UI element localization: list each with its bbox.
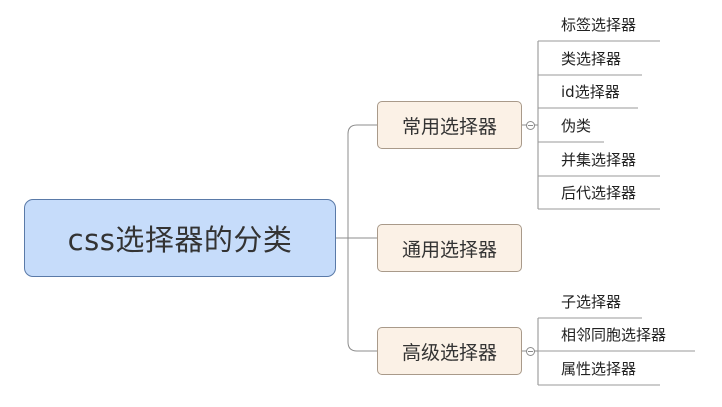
root-node-label: css选择器的分类 <box>67 223 293 257</box>
leaf-node-label: 伪类 <box>561 117 592 135</box>
leaf-node-label: 相邻同胞选择器 <box>561 326 667 344</box>
branch-node-universal-selector[interactable]: 通用选择器 <box>377 224 522 272</box>
branch-node-label: 高级选择器 <box>401 341 497 364</box>
leaf-node-pseudo-class[interactable]: 伪类 <box>538 109 591 142</box>
leaf-node-adjacent-sibling-selector[interactable]: 相邻同胞选择器 <box>538 318 666 351</box>
leaf-node-class-selector[interactable]: 类选择器 <box>538 42 621 75</box>
leaf-node-attribute-selector[interactable]: 属性选择器 <box>538 352 636 385</box>
connector-trunk <box>347 124 358 352</box>
leaf-node-label: 并集选择器 <box>561 151 637 169</box>
leaf-node-child-selector[interactable]: 子选择器 <box>538 285 621 318</box>
leaf-node-label: 类选择器 <box>561 50 622 68</box>
collapse-toggle-icon[interactable] <box>526 347 535 356</box>
leaf-node-descendant-selector[interactable]: 后代选择器 <box>538 176 636 209</box>
leaf-node-label: 子选择器 <box>561 293 622 311</box>
root-node[interactable]: css选择器的分类 <box>24 199 336 277</box>
leaf-node-tag-selector[interactable]: 标签选择器 <box>538 8 636 41</box>
branch-node-advanced-selectors[interactable]: 高级选择器 <box>377 327 522 375</box>
leaf-node-label: id选择器 <box>561 83 620 101</box>
leaf-node-group-selector[interactable]: 并集选择器 <box>538 143 636 176</box>
leaf-node-id-selector[interactable]: id选择器 <box>538 75 620 108</box>
collapse-toggle-icon[interactable] <box>526 121 535 130</box>
branch-node-label: 常用选择器 <box>401 115 497 138</box>
branch-node-common-selectors[interactable]: 常用选择器 <box>377 101 522 149</box>
leaf-node-label: 标签选择器 <box>561 16 637 34</box>
branch-node-label: 通用选择器 <box>401 238 497 261</box>
leaf-node-label: 属性选择器 <box>561 360 637 378</box>
leaf-node-label: 后代选择器 <box>561 184 637 202</box>
